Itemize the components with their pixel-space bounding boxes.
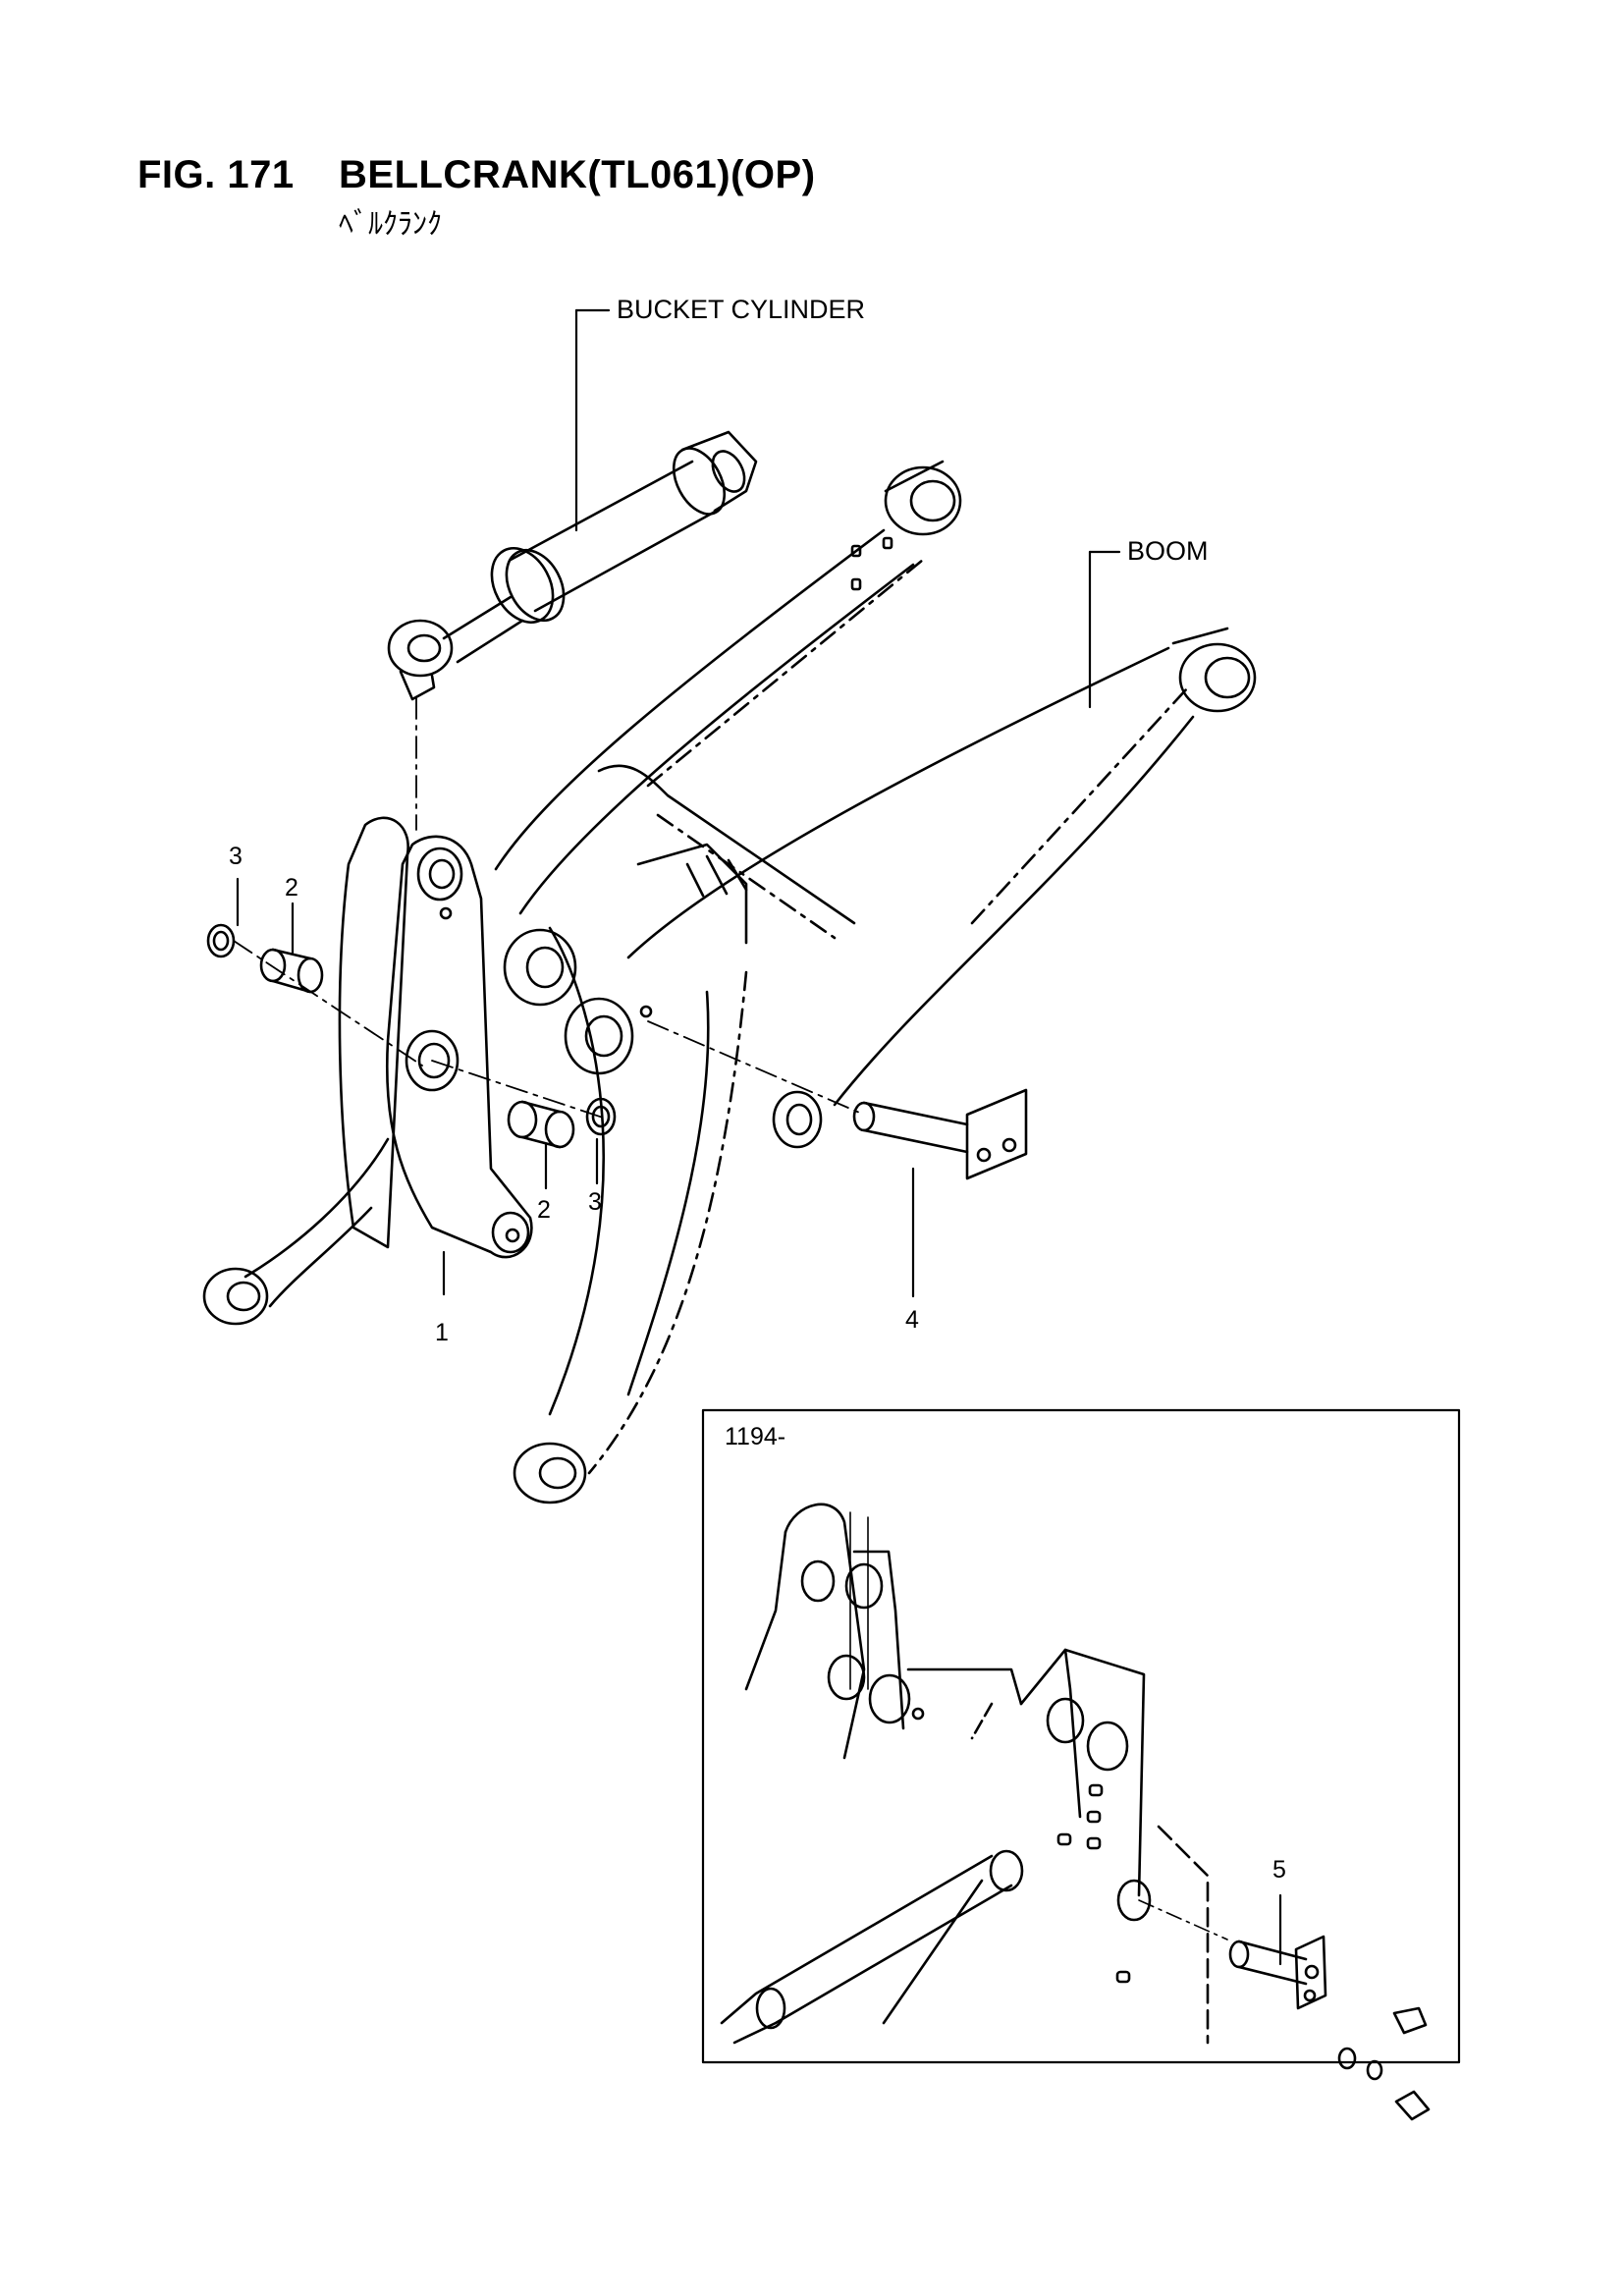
bellcrank [202,816,533,1326]
figure-header: FIG. 171 BELLCRANK(TL061)(OP) ﾍﾞﾙｸﾗﾝｸ [137,153,1414,243]
callout-5: 5 [1272,1856,1286,1884]
dust-seal-upper [206,923,236,958]
callout-4: 4 [905,1306,919,1334]
inset-serial-label: 1194- [725,1423,785,1450]
callout-1: 1 [435,1319,449,1346]
bush-upper [259,948,324,994]
callout-3-lower: 3 [588,1188,602,1216]
boom-label: BOOM [1127,536,1209,566]
figure-title: BELLCRANK(TL061)(OP) [339,153,816,196]
callout-2-upper: 2 [285,874,298,902]
alignment-lines [233,696,865,1121]
figure-subtitle: ﾍﾞﾙｸﾗﾝｸ [339,207,442,242]
pin-4 [852,1088,1028,1180]
figure-number: FIG. 171 [137,153,295,196]
callout-3-upper: 3 [229,843,243,870]
dust-seal-lower [585,1097,617,1136]
bucket-cylinder-label: BUCKET CYLINDER [617,295,865,324]
inset-detail [701,1408,1461,2121]
leader-lines [236,308,1282,1966]
bush-lower [507,1100,575,1149]
boom [494,460,1257,1504]
callout-2-lower: 2 [537,1196,551,1224]
bucket-cylinder [387,430,758,701]
figure-title-row: FIG. 171 BELLCRANK(TL061)(OP) [137,153,1414,197]
